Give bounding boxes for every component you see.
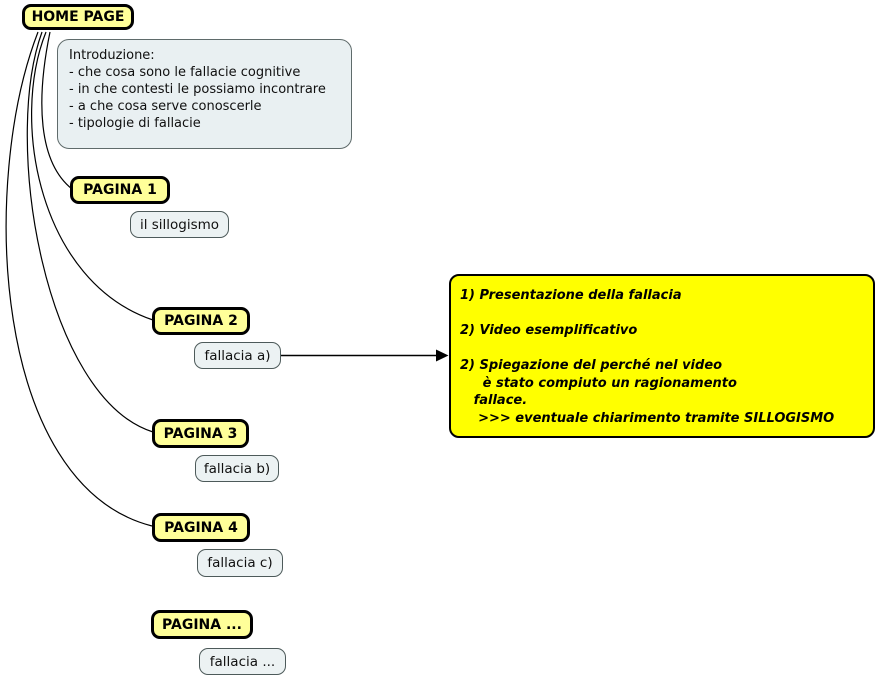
detail-line: >>> eventuale chiarimento tramite SILLOG… xyxy=(460,410,835,426)
topic-il-sillogismo[interactable]: il sillogismo xyxy=(130,211,229,238)
intro-item: - a che cosa serve conoscerle xyxy=(69,99,262,114)
node-pagina-etc-label: PAGINA ... xyxy=(162,616,242,633)
topic-fallacia-c[interactable]: fallacia c) xyxy=(197,549,283,577)
intro-note-box[interactable]: Introduzione: - che cosa sono le fallaci… xyxy=(57,39,352,149)
detail-line: è stato compiuto un ragionamento xyxy=(460,375,737,391)
intro-item: - tipologie di fallacie xyxy=(69,116,201,131)
topic-fallacia-etc-label: fallacia ... xyxy=(209,653,276,670)
detail-line xyxy=(460,340,864,358)
node-pagina-2-label: PAGINA 2 xyxy=(164,313,238,329)
node-pagina-3-label: PAGINA 3 xyxy=(163,425,238,442)
node-pagina-1-label: PAGINA 1 xyxy=(83,182,157,198)
node-pagina-1[interactable]: PAGINA 1 xyxy=(70,176,170,204)
topic-il-sillogismo-label: il sillogismo xyxy=(139,216,220,233)
detail-line: 2) Video esemplificativo xyxy=(460,323,638,338)
topic-fallacia-a[interactable]: fallacia a) xyxy=(194,342,281,369)
node-pagina-4[interactable]: PAGINA 4 xyxy=(152,513,250,542)
detail-panel[interactable]: 1) Presentazione della fallacia 2) Video… xyxy=(449,274,875,438)
node-pagina-2[interactable]: PAGINA 2 xyxy=(152,307,250,335)
topic-fallacia-b[interactable]: fallacia b) xyxy=(195,455,279,482)
intro-item: - che cosa sono le fallacie cognitive xyxy=(69,65,301,80)
topic-fallacia-c-label: fallacia c) xyxy=(207,555,273,571)
arrowhead-icon xyxy=(436,349,449,362)
node-home-page[interactable]: HOME PAGE xyxy=(22,4,134,30)
node-pagina-etc[interactable]: PAGINA ... xyxy=(151,610,253,639)
detail-line: fallace. xyxy=(460,393,528,408)
detail-line xyxy=(460,305,864,323)
topic-fallacia-a-label: fallacia a) xyxy=(204,347,271,364)
node-pagina-3[interactable]: PAGINA 3 xyxy=(152,419,249,448)
topic-fallacia-etc[interactable]: fallacia ... xyxy=(199,648,286,675)
topic-fallacia-b-label: fallacia b) xyxy=(203,460,271,477)
detail-line: 1) Presentazione della fallacia xyxy=(460,288,682,303)
detail-line: 2) Spiegazione del perché nel video xyxy=(460,358,723,373)
node-pagina-4-label: PAGINA 4 xyxy=(164,519,238,536)
node-home-page-label: HOME PAGE xyxy=(31,9,125,25)
intro-title: Introduzione: xyxy=(69,48,155,63)
intro-item: - in che contesti le possiamo incontrare xyxy=(69,82,326,97)
